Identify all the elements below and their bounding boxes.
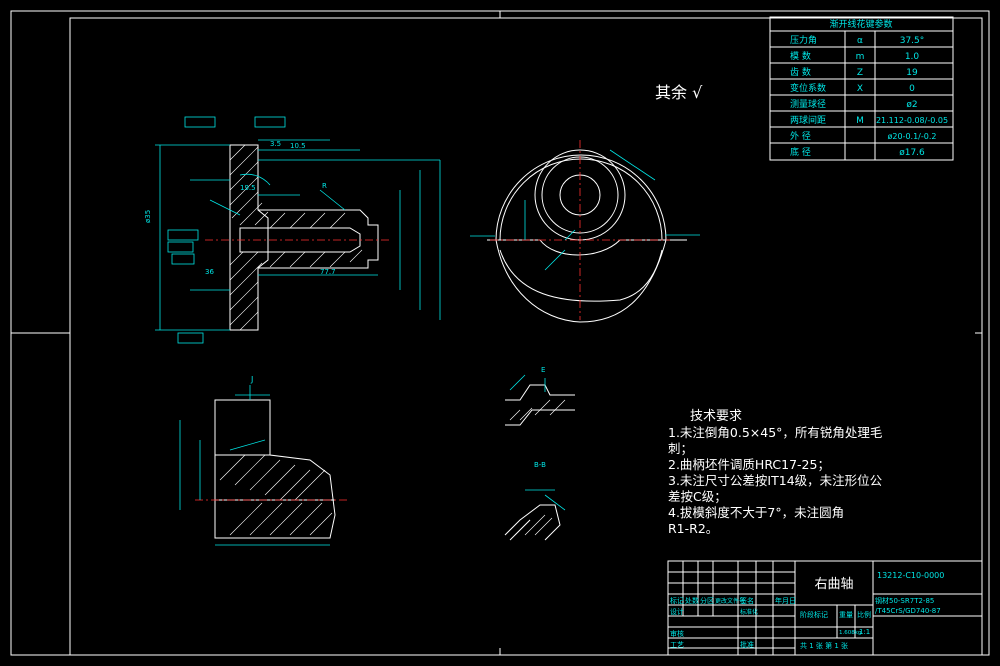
tech-line: R1-R2。 [668,521,718,536]
section-label-b: B-B [534,461,546,469]
tb-header: 处数 [685,596,699,605]
tech-requirements: 技术要求 1.未注倒角0.5×45°，所有锐角处理毛 刺； 2.曲柄坯件调质HR… [668,409,883,536]
table-row-name: 变位系数 [790,82,826,94]
tb-scale-label: 比例 [857,610,871,619]
drawing-number: 13212-C10-0000 [877,571,944,580]
table-row-name: 外 径 [790,130,811,142]
tb-design: 设计 [670,607,684,616]
table-row-val: 1.0 [905,52,920,62]
outer-border [10,10,990,656]
table-row-sym: m [856,52,865,62]
table-row-name: 齿 数 [790,66,811,78]
tb-header: 分区 [700,596,714,605]
tb-weight-label: 重量 [839,611,853,619]
tb-review: 审核 [670,629,684,638]
tb-weight: 1.608kg [839,630,861,636]
dim-label: ø35 [144,210,152,223]
table-title: 渐开线花键参数 [829,18,892,30]
table-row-sym: M [856,116,864,126]
tb-process: 工艺 [670,641,684,649]
main-section-view: ø35 77.7 19.5 36 R 10.5 3.5 [144,116,441,344]
material-line2: /T45CrS/GD740-87 [875,607,941,615]
dim-label: 3.5 [270,140,281,148]
tech-line: 刺； [668,441,693,456]
tb-header: 更改文件号 [715,597,745,605]
dim-label: R [322,182,327,190]
table-row-val: ø20-0.1/-0.2 [888,132,937,141]
tb-header: 标记 [670,596,684,605]
detail-e: E [505,366,575,426]
table-row-name: 两球间距 [790,114,826,126]
lower-detail-section: J [179,375,350,546]
tb-scale: 1:1 [859,628,870,636]
table-row-val: ø2 [906,100,917,110]
tech-title: 技术要求 [690,409,742,424]
dim-label: 36 [205,268,214,276]
table-row-name: 模 数 [790,50,811,62]
table-row-val: 19 [906,68,918,78]
tech-line: 1.未注倒角0.5×45°，所有锐角处理毛 [668,425,883,440]
tech-line: 2.曲柄坯件调质HRC17-25； [668,457,830,472]
end-view [470,140,700,323]
dim-label: 10.5 [290,142,306,150]
dim-label: 19.5 [240,184,256,192]
tech-line: 差按C级； [668,489,727,504]
inner-border [69,17,983,656]
table-row-sym: Z [857,68,863,78]
dim-label: 77.7 [320,268,336,276]
table-row-name: 测量球径 [790,98,826,110]
material-line1: 钢材50-SR7T2-85 [875,596,934,605]
roughness-note: 其余 √ [655,83,703,102]
table-row-sym: α [857,36,863,46]
spline-parameter-table: 渐开线花键参数 压力角 α 37.5° 模 数 m 1.0 齿 数 Z 19 变… [769,16,954,161]
table-row-val: 0 [909,84,915,94]
tech-line: 4.拔模斜度不大于7°，未注圆角 [668,505,844,520]
tb-sheets: 共 1 张 第 1 张 [800,641,848,650]
section-label-e: E [541,366,545,374]
tb-approve: 批准 [740,640,754,649]
tech-line: 3.未注尺寸公差按IT14级，未注形位公 [668,473,883,488]
detail-b: B-B [504,461,566,541]
tb-stage-label: 阶段标记 [800,610,828,619]
title-block: 标记 处数 分区 更改文件号 签名 年月日 设计 标准化 审核 工艺 批准 右曲… [667,560,983,656]
part-name: 右曲轴 [814,577,853,592]
tb-header: 签名 [740,596,754,605]
section-label-j: J [250,375,253,384]
table-row-sym: X [857,84,863,94]
table-row-val: 21.112-0.08/-0.05 [876,116,948,125]
table-row-name: 底 径 [790,146,811,158]
table-row-name: 压力角 [790,34,817,46]
table-row-val: ø17.6 [899,148,925,158]
tb-header: 年月日 [775,596,796,605]
tb-standard: 标准化 [740,608,758,616]
table-row-val: 37.5° [900,36,925,46]
